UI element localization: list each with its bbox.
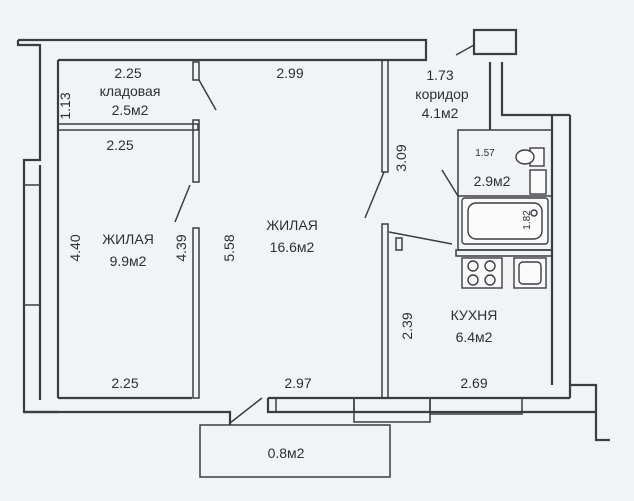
living-name: ЖИЛАЯ	[266, 217, 318, 233]
pantry-labels: 2.25 кладовая 2.5м2 1.13	[57, 65, 160, 120]
bedroom-bottom-width: 2.25	[111, 375, 138, 391]
pantry-name: кладовая	[100, 83, 161, 99]
kitchen-name: КУХНЯ	[451, 307, 498, 323]
bathroom-labels: 1.57 2.9м2 1.82	[474, 148, 533, 230]
sink	[529, 169, 547, 195]
pantry-width: 2.25	[114, 65, 141, 81]
bathroom-length: 1.82	[522, 210, 533, 230]
interior-walls	[57, 59, 553, 424]
kitchen-sink	[513, 257, 547, 289]
living-length: 5.58	[221, 234, 237, 261]
corridor-area: 4.1м2	[422, 105, 459, 121]
living-area: 16.6м2	[270, 239, 315, 255]
stove	[461, 257, 503, 289]
toilet	[515, 147, 545, 167]
living-bottom-width: 2.97	[284, 375, 311, 391]
pantry-area: 2.5м2	[112, 102, 149, 118]
kitchen-length: 2.39	[399, 312, 415, 339]
pantry-depth: 1.13	[57, 92, 73, 119]
corridor-name: коридор	[415, 86, 469, 102]
balcony-area: 0.8м2	[268, 445, 305, 461]
bedroom-area: 9.9м2	[110, 253, 147, 269]
corridor-length: 3.09	[393, 144, 409, 171]
corridor-labels: 1.73 коридор 4.1м2 3.09	[393, 67, 469, 172]
corridor-width: 1.73	[426, 67, 453, 83]
kitchen-area: 6.4м2	[456, 329, 493, 345]
bedroom-top-width: 2.25	[106, 137, 133, 153]
kitchen-labels: 2.39 КУХНЯ 6.4м2 2.69	[399, 307, 497, 391]
balcony	[199, 424, 391, 478]
kitchen-width: 2.69	[460, 375, 487, 391]
vent-shaft	[472, 28, 518, 56]
bathroom-width: 1.57	[475, 148, 495, 159]
bedroom-right-length: 4.39	[173, 234, 189, 261]
window-sills	[23, 184, 523, 423]
outer-walls	[16, 38, 610, 442]
bathroom-area: 2.9м2	[474, 173, 511, 189]
bathtub	[461, 197, 549, 245]
bedroom-labels: 2.25 ЖИЛАЯ 9.9м2 4.40 4.39 2.25	[67, 137, 189, 391]
living-top-width: 2.99	[276, 65, 303, 81]
bedroom-left-length: 4.40	[67, 234, 83, 261]
bedroom-name: ЖИЛАЯ	[102, 231, 154, 247]
living-labels: 2.99 ЖИЛАЯ 16.6м2 5.58 2.97	[221, 65, 318, 391]
